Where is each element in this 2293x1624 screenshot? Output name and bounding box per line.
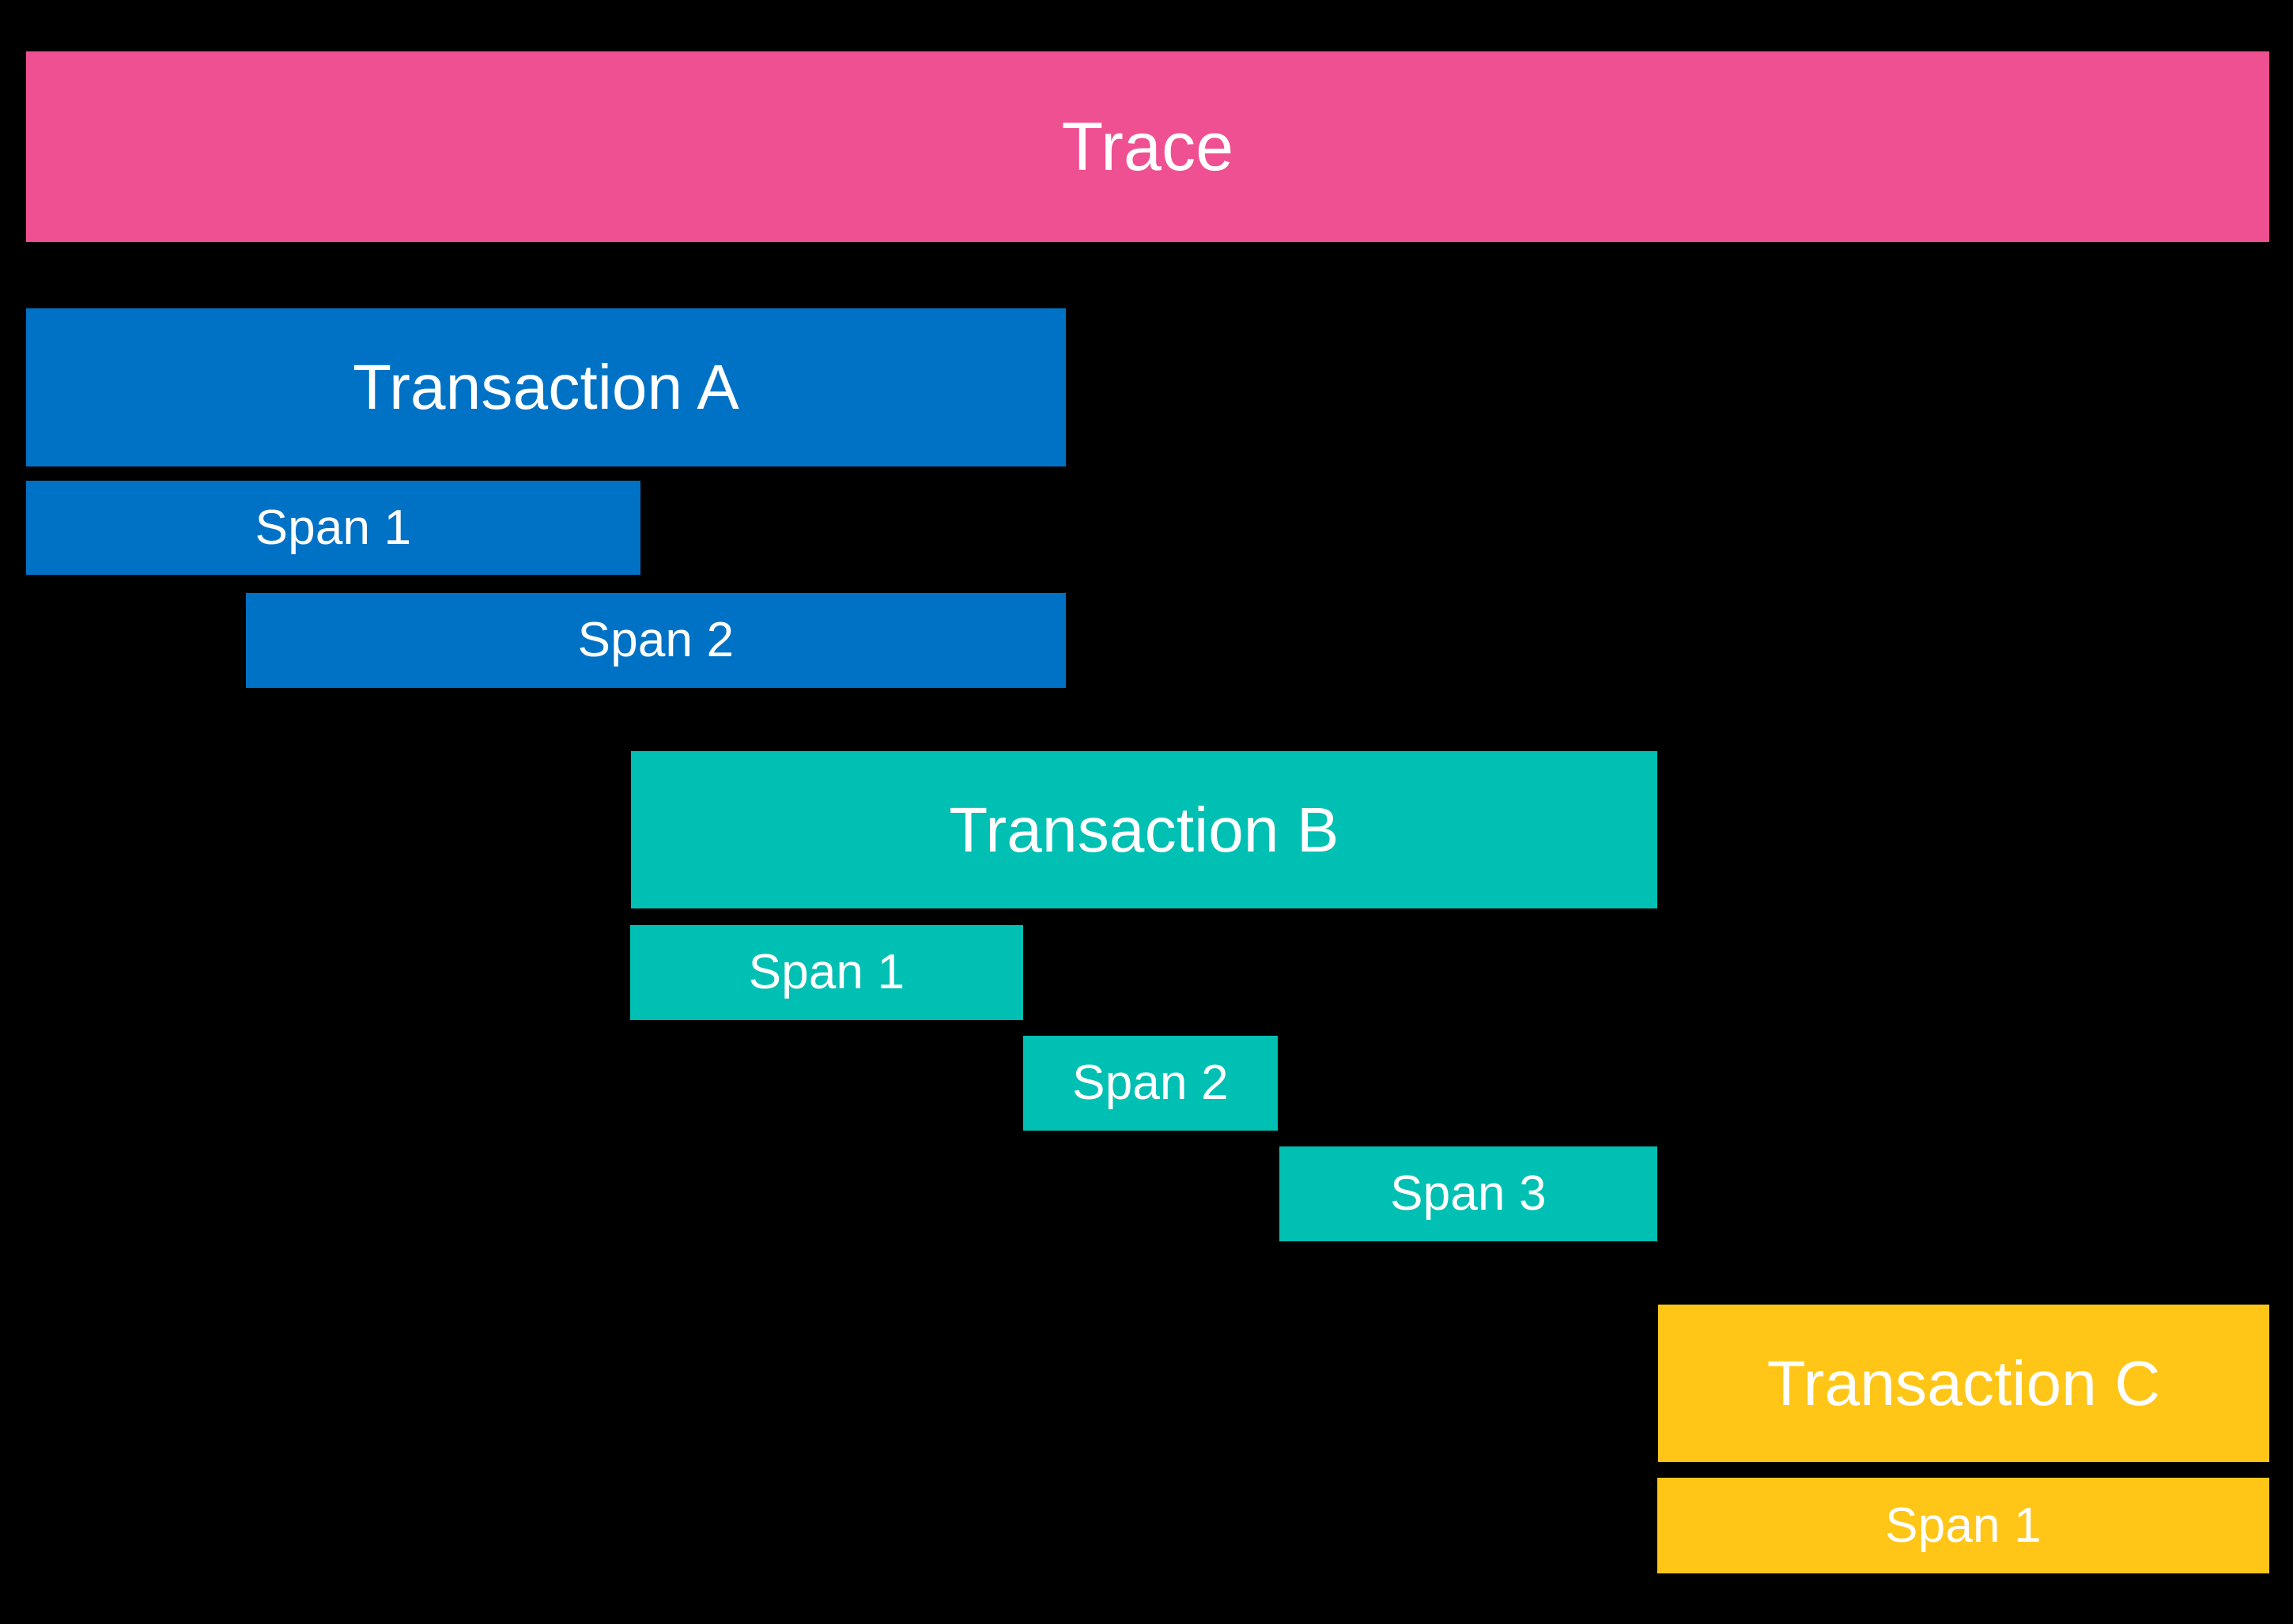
bar-label-transaction-b: Transaction B [949,794,1339,865]
bar-transaction-a-span-2: Span 2 [246,593,1066,688]
bar-label-transaction-a: Transaction A [353,352,739,422]
bar-trace: Trace [26,51,2269,242]
bar-label-transaction-a-span-1: Span 1 [255,500,412,555]
bar-transaction-b-span-3: Span 3 [1279,1146,1657,1241]
bar-label-transaction-c-span-1: Span 1 [1885,1497,2042,1553]
bar-label-transaction-b-span-1: Span 1 [748,945,905,999]
bar-transaction-b-span-1: Span 1 [630,925,1023,1020]
bar-transaction-a: Transaction A [26,308,1066,466]
bar-transaction-c: Transaction C [1658,1305,2269,1462]
bar-label-transaction-c: Transaction C [1766,1347,2161,1418]
bar-label-transaction-b-span-2: Span 2 [1072,1056,1229,1110]
bar-transaction-b: Transaction B [631,751,1657,908]
bar-transaction-b-span-2: Span 2 [1023,1036,1278,1131]
bar-label-transaction-a-span-2: Span 2 [577,613,735,667]
bar-label-transaction-b-span-3: Span 3 [1390,1166,1547,1221]
bar-transaction-c-span-1: Span 1 [1657,1478,2269,1573]
bar-transaction-a-span-1: Span 1 [26,481,640,575]
bar-label-trace: Trace [1061,108,1234,185]
